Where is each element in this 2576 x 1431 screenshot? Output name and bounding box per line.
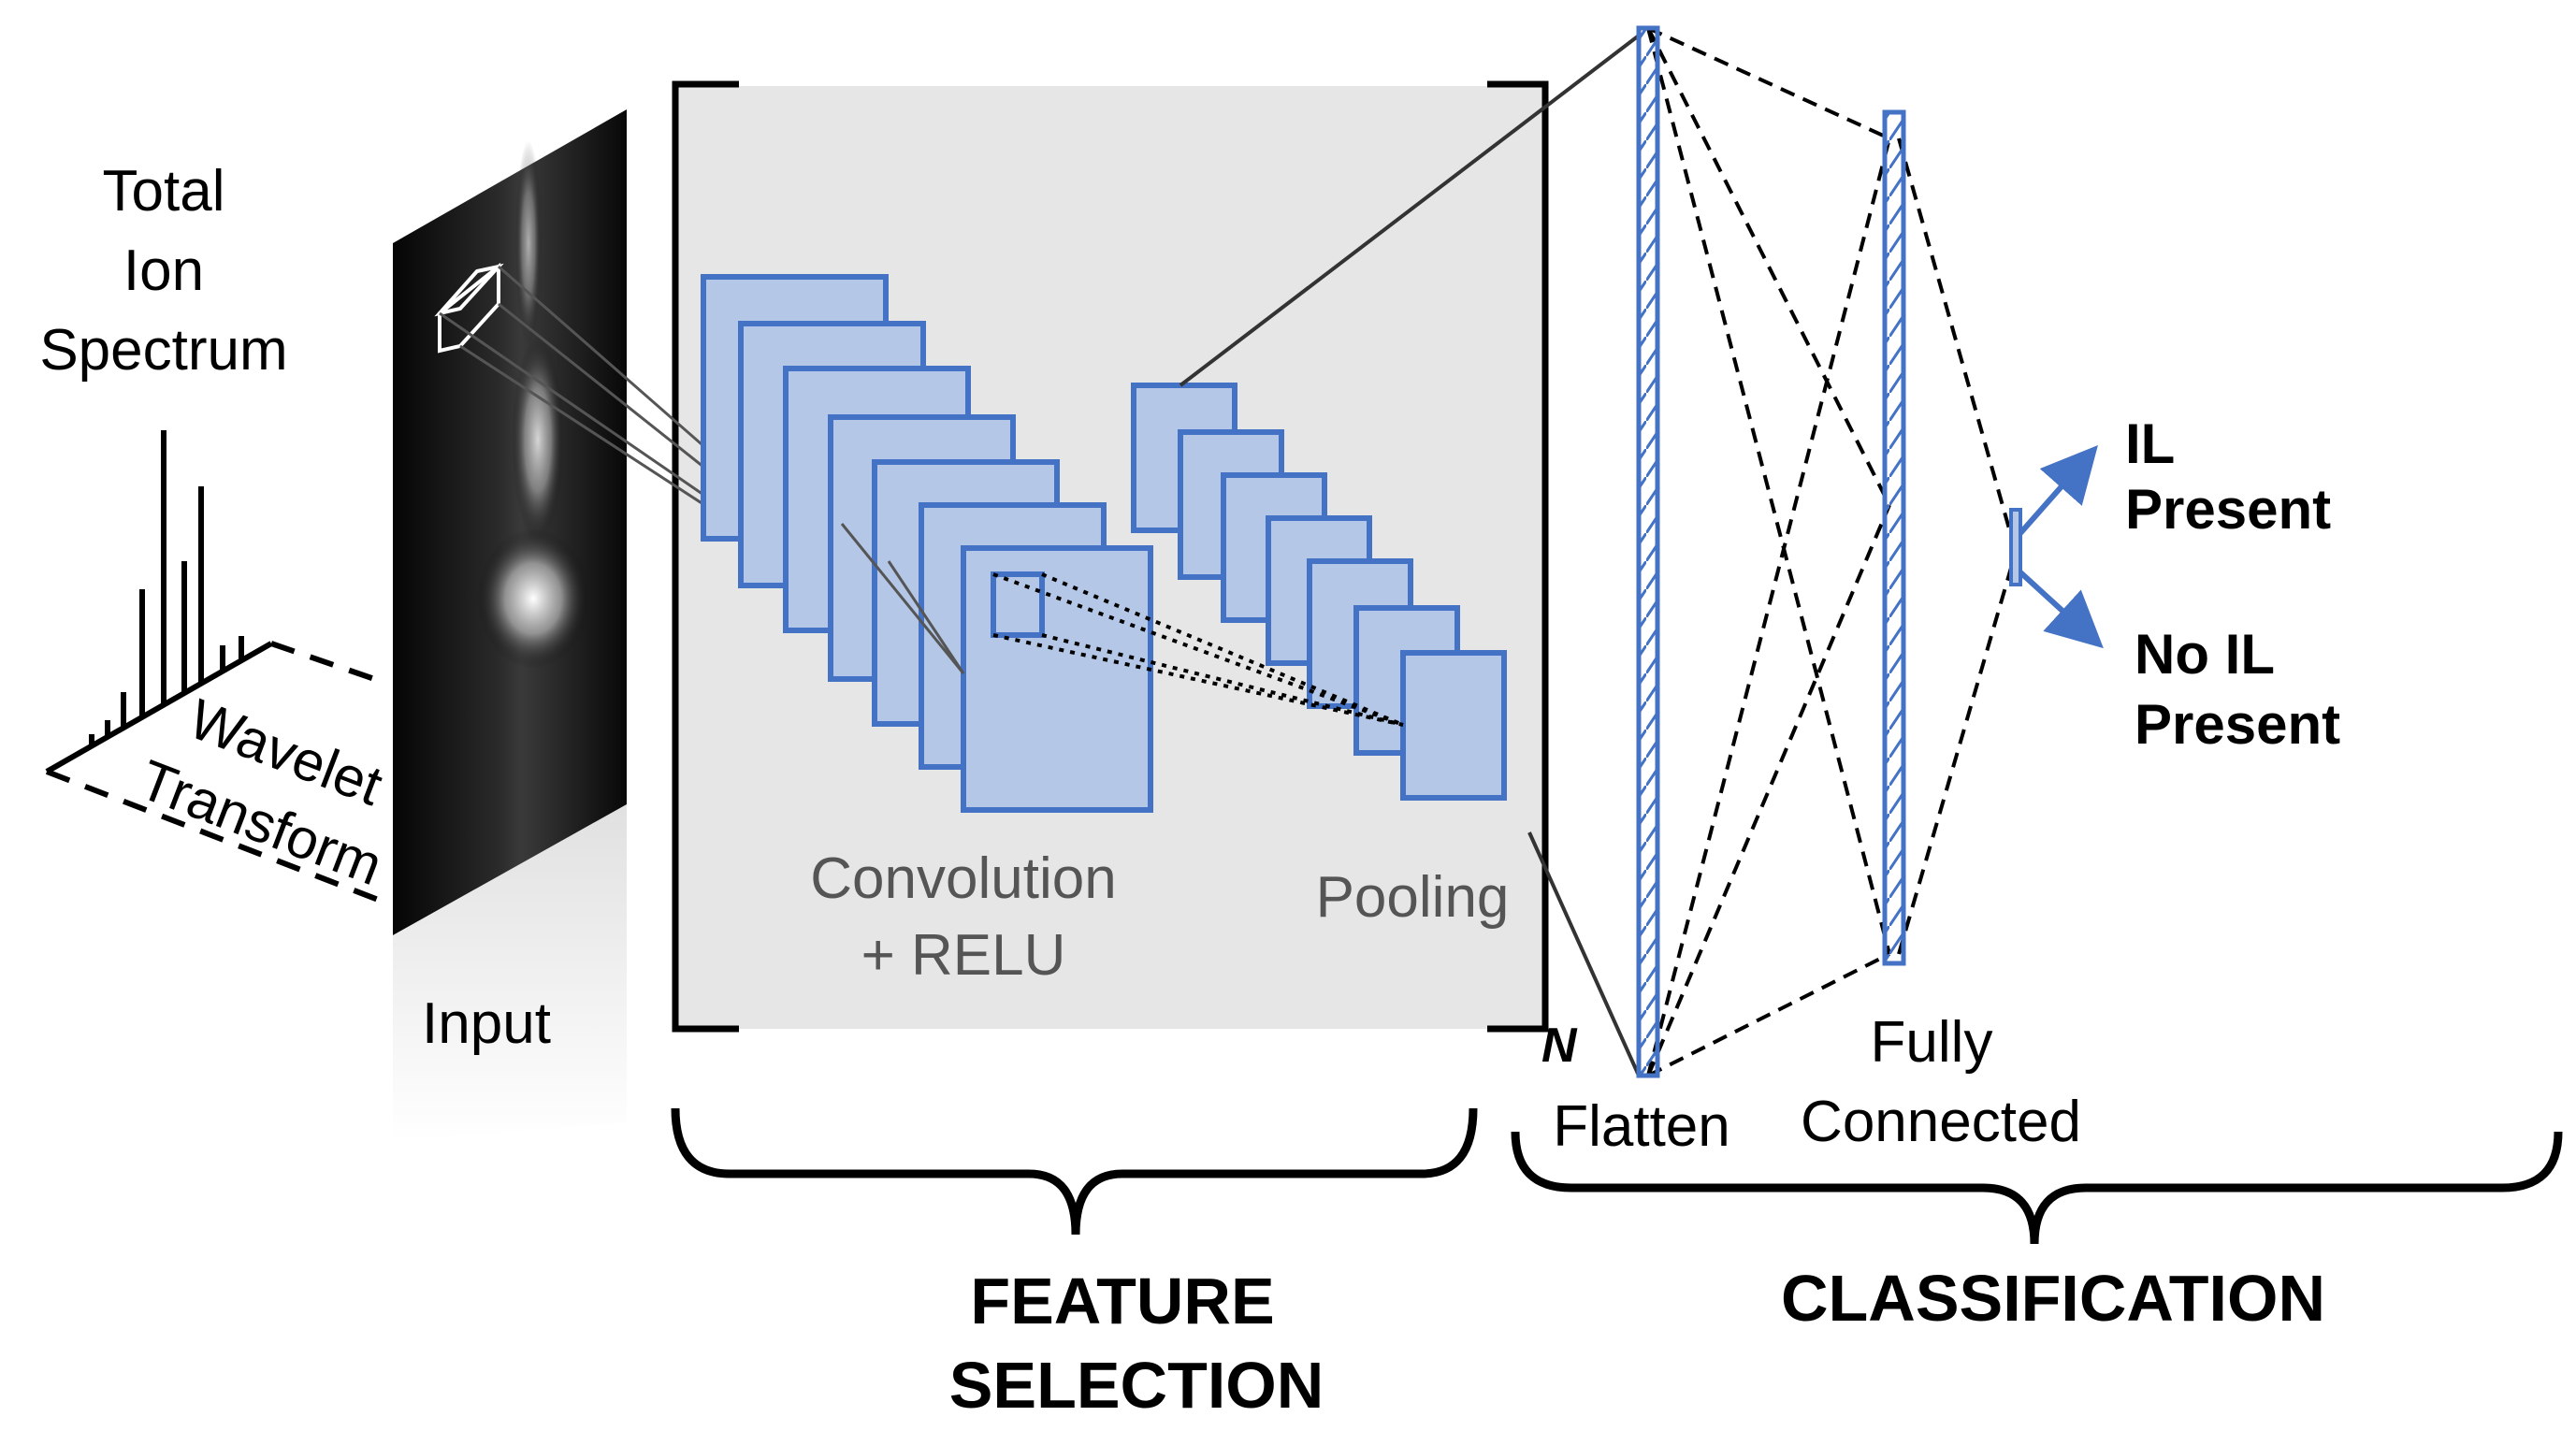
spectrum-peaks: [89, 430, 244, 744]
classification-heading: CLASSIFICATION: [1781, 1262, 2325, 1335]
feature-selection-heading-line1: FEATURE: [970, 1265, 1274, 1337]
pool-to-flatten-lines: [1179, 34, 1641, 1077]
pooling-label: Pooling: [1316, 865, 1510, 930]
feature-selection-heading-line2: SELECTION: [949, 1349, 1324, 1422]
fully-connected-label-line1: Fully: [1871, 1010, 1993, 1075]
wavelet-plane: [45, 641, 387, 905]
classification-brace: [1511, 1131, 2563, 1245]
spectrum-title-line2: Ion: [123, 238, 204, 303]
n-symbol: N: [1541, 1019, 1578, 1073]
dense-connections: [1646, 26, 2018, 1077]
input-image: Input: [393, 109, 627, 1141]
il-present-line1: IL: [2125, 412, 2175, 475]
output-layer: [2009, 508, 2022, 586]
pool-feature-map: [1400, 650, 1507, 801]
spectrum-axis: [45, 641, 273, 774]
spectrum-title-line3: Spectrum: [39, 318, 287, 383]
no-il-line2: Present: [2135, 693, 2340, 756]
input-to-conv-overlay: [840, 523, 965, 674]
no-il-line1: No IL: [2135, 623, 2275, 686]
convolution-label-line2: + RELU: [861, 923, 1066, 988]
flatten-layer: [1636, 25, 1660, 1078]
fully-connected-label-line2: Connected: [1801, 1090, 2081, 1154]
flatten-label: Flatten: [1553, 1094, 1730, 1159]
feature-selection-brace: [671, 1107, 1478, 1236]
convolution-stack: [701, 274, 1153, 813]
il-present-arrow: [2018, 445, 2098, 535]
convolution-label-line1: Convolution: [810, 846, 1116, 911]
input-label: Input: [422, 991, 551, 1056]
spectrum-plot: Total Ion Spectrum Wavelet Transform: [39, 159, 391, 905]
spectrum-title-line1: Total: [103, 159, 225, 224]
pooling-stack: [1131, 383, 1507, 801]
fully-connected-layer: [1882, 109, 1906, 966]
no-il-present-arrow: [2018, 570, 2104, 649]
conv-to-pool-lines: [992, 572, 1404, 727]
il-present-line2: Present: [2125, 478, 2331, 541]
output-arrows: [2018, 445, 2104, 649]
